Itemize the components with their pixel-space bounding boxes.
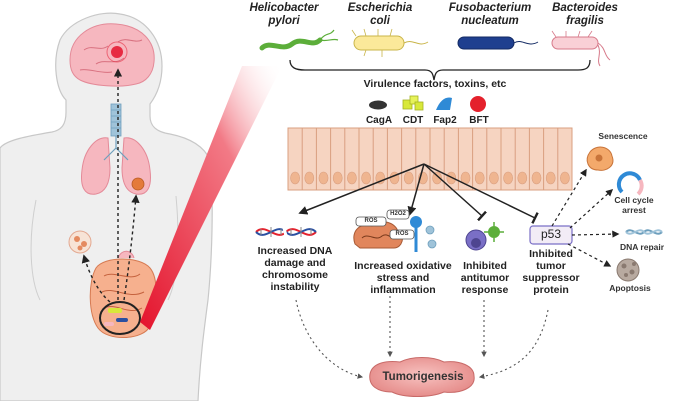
epithelial-cell-nucleus (318, 171, 329, 185)
ros-label-1: ROS (364, 218, 378, 224)
zoom-beam (140, 66, 282, 330)
e-coli-icon (351, 28, 429, 57)
epithelial-cell-nucleus (531, 171, 542, 185)
bacterium-in-gut-icon (108, 308, 122, 313)
liver-illustration (131, 177, 145, 191)
dna-repair-label: DNA repair (619, 242, 665, 252)
brain-illustration (69, 23, 155, 87)
body-spread-arrows (81, 68, 140, 303)
epithelial-cell-nucleus (304, 171, 315, 185)
epithelial-cell-nucleus (489, 171, 499, 185)
p53-outcome-arrows (551, 168, 620, 267)
f-nucleatum-label: Fusobacterium nucleatum (448, 2, 532, 28)
antitumor-immune-cell-icon (465, 222, 504, 251)
epithelial-cell-nucleus (347, 171, 357, 185)
lungs-illustration (81, 136, 151, 195)
dna-damage-icon (255, 223, 317, 241)
senescence-cell-icon (586, 146, 614, 171)
cdt-label: CDT (402, 115, 424, 126)
h-pylori-icon (259, 29, 339, 51)
trachea-illustration (110, 103, 122, 137)
curly-brace (289, 59, 591, 81)
caga-toxin-icon (369, 100, 387, 110)
b-fragilis-icon (551, 30, 611, 67)
epithelial-cell-nucleus (332, 171, 343, 185)
f-nucleatum-icon (457, 36, 539, 50)
effect-oxidative-stress: Increased oxidative stress and inflammat… (354, 260, 452, 297)
h-pylori-label: Helicobacter pylori (249, 2, 319, 28)
oxidative-stress-icon (353, 209, 437, 252)
fap2-label: Fap2 (433, 115, 457, 126)
bacterium-in-gut-icon (104, 322, 114, 326)
epithelial-cell-nucleus (560, 171, 570, 185)
epithelial-cell-nucleus (474, 171, 485, 185)
tumorigenesis-arrows (295, 296, 549, 379)
bacterium-in-gut-icon (116, 318, 128, 322)
b-fragilis-label: Bacteroides fragilis (552, 2, 618, 28)
cell-cycle-arrest-label: Cell cycle arrest (614, 195, 654, 215)
epithelial-cell-nucleus (517, 171, 528, 185)
magnifier-circle (99, 301, 141, 335)
breast-tissue-illustration (68, 230, 92, 254)
epithelial-cell-layer (287, 127, 573, 191)
epithelial-cell-nucleus (503, 171, 513, 185)
apoptosis-cell-icon (616, 258, 640, 282)
tumorigenesis-label: Tumorigenesis (382, 371, 464, 383)
cell-cycle-arrest-icon (616, 171, 644, 196)
bft-toxin-icon (470, 96, 486, 112)
p53-label: p53 (540, 227, 562, 241)
e-coli-label: Escherichia coli (347, 2, 413, 28)
epithelial-cell-nucleus (545, 171, 556, 185)
effect-arrows (298, 163, 539, 224)
dna-repair-icon (625, 229, 663, 235)
cdt-toxin-icon (402, 95, 424, 111)
bft-label: BFT (469, 115, 489, 126)
ros-label-2: ROS (395, 231, 409, 237)
caga-label: CagA (365, 115, 393, 126)
effect-antitumor: Inhibited antitumor response (460, 260, 510, 297)
fap2-toxin-icon (436, 97, 452, 110)
epithelial-cell-nucleus (361, 171, 371, 185)
epithelial-cell-nucleus (290, 171, 300, 185)
apoptosis-label: Apoptosis (609, 283, 651, 293)
epithelial-cell-nucleus (432, 171, 442, 185)
epithelial-cell-nucleus (403, 171, 414, 185)
tumorigenesis-blob (369, 357, 475, 397)
virulence-label: Virulence factors, toxins, etc (363, 78, 507, 90)
h2o2-label: H2O2 (390, 211, 406, 217)
effect-tumor-suppressor: Inhibited tumor suppressor protein (522, 248, 580, 297)
effect-dna-damage: Increased DNA damage and chromosome inst… (257, 245, 333, 294)
senescence-label: Senescence (598, 131, 648, 141)
